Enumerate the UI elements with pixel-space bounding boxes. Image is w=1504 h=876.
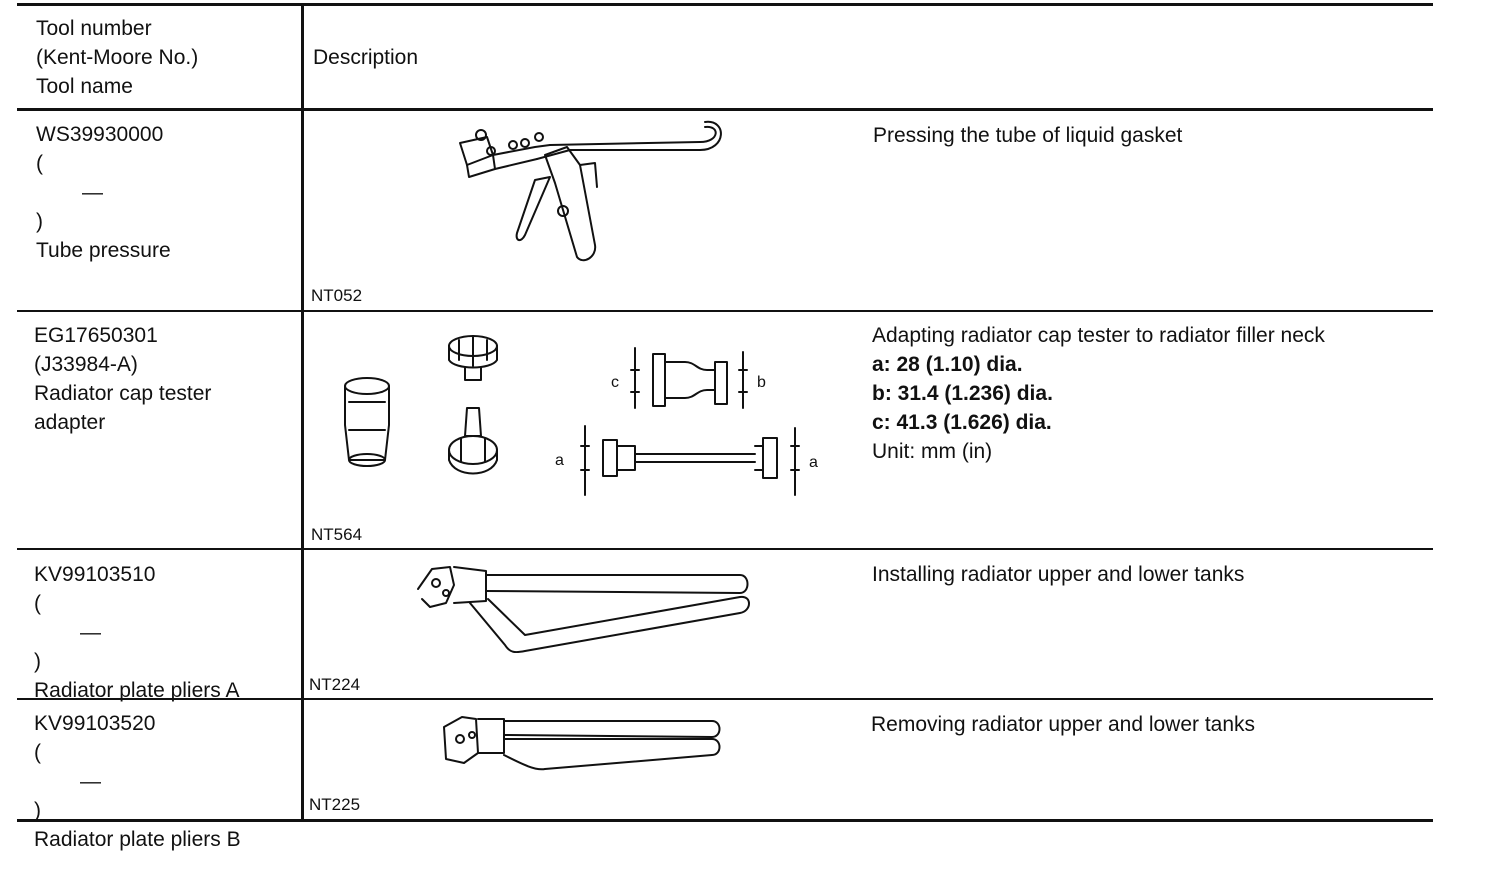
tube-pressure-illustration	[459, 120, 722, 262]
header-description: Description	[313, 46, 419, 69]
table-top-rule	[17, 3, 1433, 6]
header-tool-column: Tool number (Kent-Moore No.) Tool name	[36, 14, 198, 101]
dimension-label-b: b	[757, 374, 766, 391]
radiator-plate-pliers-a-illustration	[417, 566, 750, 654]
kent-moore-number: ( — )	[36, 152, 103, 233]
table-row-tool-info: WS39930000 ( — ) Tube pressure	[36, 120, 216, 265]
tool-number: EG17650301	[34, 324, 158, 347]
table-bottom-rule	[17, 819, 1433, 822]
table-row-tool-info: EG17650301 (J33984-A) Radiator cap teste…	[34, 321, 211, 437]
description-text: Adapting radiator cap tester to radiator…	[872, 324, 1325, 347]
kent-moore-number: ( — )	[34, 741, 101, 822]
tool-name: Radiator cap tester	[34, 382, 212, 405]
tool-number: WS39930000	[36, 123, 164, 146]
spec-c: c: 41.3 (1.626) dia.	[872, 411, 1052, 434]
kent-moore-number: (J33984-A)	[34, 353, 138, 376]
tool-name: Radiator plate pliers B	[34, 828, 241, 851]
tool-number: KV99103520	[34, 712, 156, 735]
spec-b: b: 31.4 (1.236) dia.	[872, 382, 1053, 405]
tool-number: KV99103510	[34, 563, 156, 586]
table-row-tool-info: KV99103520 ( — ) Radiator plate pliers B	[34, 709, 241, 854]
figure-code: NT224	[309, 675, 361, 694]
row-divider	[17, 548, 1433, 550]
tool-description: Pressing the tube of liquid gasket	[873, 124, 1183, 147]
dimension-label-a: a	[809, 454, 818, 471]
header-line: Tool number	[36, 17, 152, 40]
header-line: (Kent-Moore No.)	[36, 46, 199, 69]
figure-code: NT564	[311, 525, 363, 544]
tool-name: adapter	[34, 411, 106, 434]
kent-moore-number: ( — )	[34, 592, 101, 673]
header-bottom-rule	[17, 108, 1433, 111]
column-divider	[301, 3, 304, 821]
tool-description: Installing radiator upper and lower tank…	[872, 563, 1245, 586]
tool-description: Adapting radiator cap tester to radiator…	[872, 321, 1325, 466]
figure-code: NT052	[311, 286, 363, 305]
unit-note: Unit: mm (in)	[872, 440, 993, 463]
dimension-label-c: c	[611, 374, 619, 391]
spec-a: a: 28 (1.10) dia.	[872, 353, 1023, 376]
table-row-tool-info: KV99103510 ( — ) Radiator plate pliers A	[34, 560, 239, 705]
row-divider	[17, 310, 1433, 312]
row-divider	[17, 698, 1433, 700]
tool-description: Removing radiator upper and lower tanks	[871, 713, 1256, 736]
dimension-label-a: a	[555, 452, 564, 469]
tool-name: Tube pressure	[36, 239, 171, 262]
radiator-cap-adapter-illustration: c b a a	[344, 335, 818, 496]
header-line: Tool name	[36, 75, 133, 98]
tool-name: Radiator plate pliers A	[34, 679, 240, 702]
radiator-plate-pliers-b-illustration	[443, 716, 721, 771]
figure-code: NT225	[309, 795, 361, 814]
